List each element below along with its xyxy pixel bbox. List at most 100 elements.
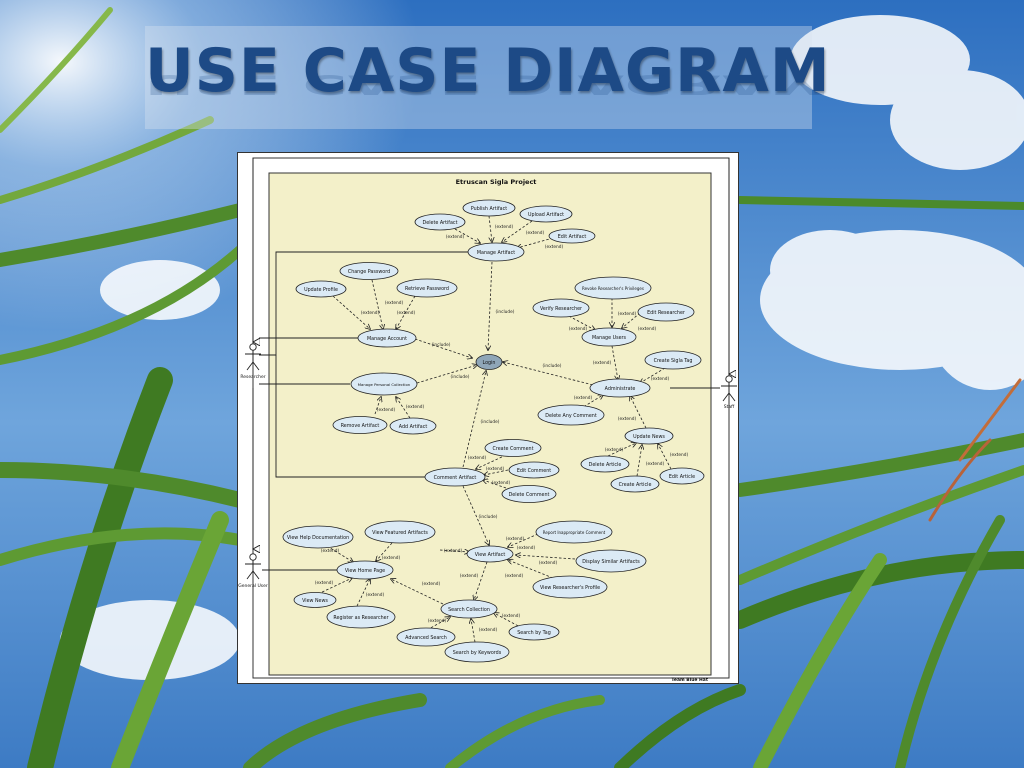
usecase-delete-article	[580, 455, 630, 473]
usecase-remove-artifact	[332, 416, 388, 434]
usecase-label: Remove Artifact	[341, 423, 380, 429]
usecase-label: Upload Artifact	[528, 212, 564, 218]
usecase-label: Search Collection	[448, 607, 490, 613]
usecase-label: Verify Researcher	[540, 306, 582, 312]
label-extend: (extend)	[492, 480, 511, 486]
usecase-label: View Home Page	[345, 568, 385, 574]
usecase-retrieve-password	[396, 278, 458, 298]
actor-label-researcher: Researcher	[240, 374, 265, 380]
diagram-frame: Etruscan Sigla Project Team Blue Hat	[237, 152, 739, 684]
actor-researcher-icon	[245, 343, 261, 371]
label-extend: (extend)	[506, 536, 525, 542]
usecase-label: Delete Comment	[509, 492, 550, 498]
label-extend: (extend)	[361, 310, 380, 316]
label-extend: (extend)	[605, 447, 624, 453]
usecase-label: Revoke Researcher's Privileges	[582, 286, 644, 291]
label-extend: (extend)	[444, 548, 463, 554]
usecase-view-researcher-profile	[532, 575, 608, 599]
label-extend: (extend)	[428, 618, 447, 624]
usecase-upload-artifact	[519, 205, 573, 223]
slide-title-reflection: USE CASE DIAGRAM	[145, 68, 831, 101]
usecase-label: View News	[302, 598, 328, 604]
usecase-view-home	[336, 560, 394, 580]
usecase-add-artifact	[389, 417, 437, 435]
label-extend: (extend)	[618, 416, 637, 422]
usecase-edit-comment	[508, 461, 560, 479]
usecase-label: Create Comment	[493, 446, 534, 452]
usecase-label: Edit Article	[669, 474, 695, 480]
usecase-create-sigla-tag	[644, 350, 702, 370]
label-extend: (extend)	[460, 573, 479, 579]
label-extend: (extend)	[446, 234, 465, 240]
label-extend: (extend)	[545, 244, 564, 250]
label-extend: (extend)	[397, 310, 416, 316]
usecase-edit-artifact	[548, 228, 596, 244]
usecase-update-news	[624, 427, 674, 445]
label-extend: (extend)	[486, 466, 505, 472]
label-extend: (extend)	[502, 613, 521, 619]
label-include: (include)	[451, 374, 470, 380]
usecase-label: Edit Artifact	[558, 234, 587, 240]
usecase-label: View Researcher's Profile	[540, 585, 600, 591]
usecase-delete-comment	[501, 485, 557, 503]
label-include: (include)	[543, 363, 562, 369]
usecase-label: Add Artifact	[399, 424, 428, 430]
usecase-report-inappropriate	[535, 520, 613, 544]
label-extend: (extend)	[670, 452, 689, 458]
usecase-manage-users	[581, 327, 637, 347]
label-extend: (extend)	[505, 573, 524, 579]
usecase-create-article	[610, 475, 660, 493]
usecase-label: Delete Article	[589, 462, 622, 468]
usecase-login	[475, 354, 503, 370]
usecase-label: Delete Any Comment	[545, 413, 597, 419]
usecase-label: View Featured Artifacts	[372, 530, 428, 536]
usecase-label: Manage Artifact	[477, 250, 515, 256]
label-extend: (extend)	[422, 581, 441, 587]
usecase-label: Manage Personal Collection	[358, 382, 411, 387]
usecase-label: Register as Researcher	[333, 615, 388, 621]
label-extend: (extend)	[366, 592, 385, 598]
label-extend: (extend)	[539, 560, 558, 566]
usecase-label: Display Similar Artifacts	[582, 559, 640, 565]
label-extend: (extend)	[468, 455, 487, 461]
usecase-view-artifact	[466, 545, 514, 563]
usecase-label: View Artifact	[475, 552, 506, 558]
usecase-search-keywords	[444, 641, 510, 663]
label-extend: (extend)	[321, 548, 340, 554]
usecase-label: Update Profile	[304, 287, 338, 293]
usecase-label: Change Password	[348, 269, 390, 275]
label-extend: (extend)	[479, 627, 498, 633]
usecase-manage-artifact	[467, 242, 525, 262]
usecase-label: Update News	[633, 434, 665, 440]
label-include: (include)	[432, 342, 451, 348]
usecase-edit-researcher	[637, 302, 695, 322]
usecase-manage-personal-collection	[350, 372, 418, 396]
usecase-label: Advanced Search	[405, 635, 447, 641]
usecase-manage-account	[357, 328, 417, 348]
usecase-create-comment	[484, 439, 542, 457]
label-extend: (extend)	[385, 300, 404, 306]
usecase-label: Search by Tag	[517, 630, 551, 636]
usecase-label: View Help Documentation	[287, 535, 349, 541]
use-case-diagram: Etruscan Sigla Project Team Blue Hat	[238, 157, 737, 683]
usecase-label: Manage Users	[592, 335, 627, 341]
usecase-label: Search by Keywords	[453, 650, 502, 656]
label-extend: (extend)	[377, 407, 396, 413]
slide-title: USE CASE DIAGRAM	[145, 36, 831, 106]
usecase-label: Report Inappropriate Comment	[543, 530, 606, 535]
team-label: Team Blue Hat	[671, 677, 708, 683]
actor-general-user-icon	[245, 553, 261, 580]
label-extend: (extend)	[593, 360, 612, 366]
usecase-label: Edit Comment	[517, 468, 551, 474]
usecase-administrate	[589, 378, 651, 398]
usecase-label: Create Article	[619, 482, 652, 488]
usecase-label: Edit Researcher	[647, 310, 685, 316]
label-extend: (extend)	[406, 404, 425, 410]
label-include: (include)	[479, 514, 498, 520]
usecase-advanced-search	[396, 627, 456, 647]
usecase-view-featured	[364, 520, 436, 544]
label-extend: (extend)	[569, 326, 588, 332]
label-extend: (extend)	[646, 461, 665, 467]
usecase-verify-researcher	[532, 298, 590, 318]
label-include: (include)	[481, 419, 500, 425]
